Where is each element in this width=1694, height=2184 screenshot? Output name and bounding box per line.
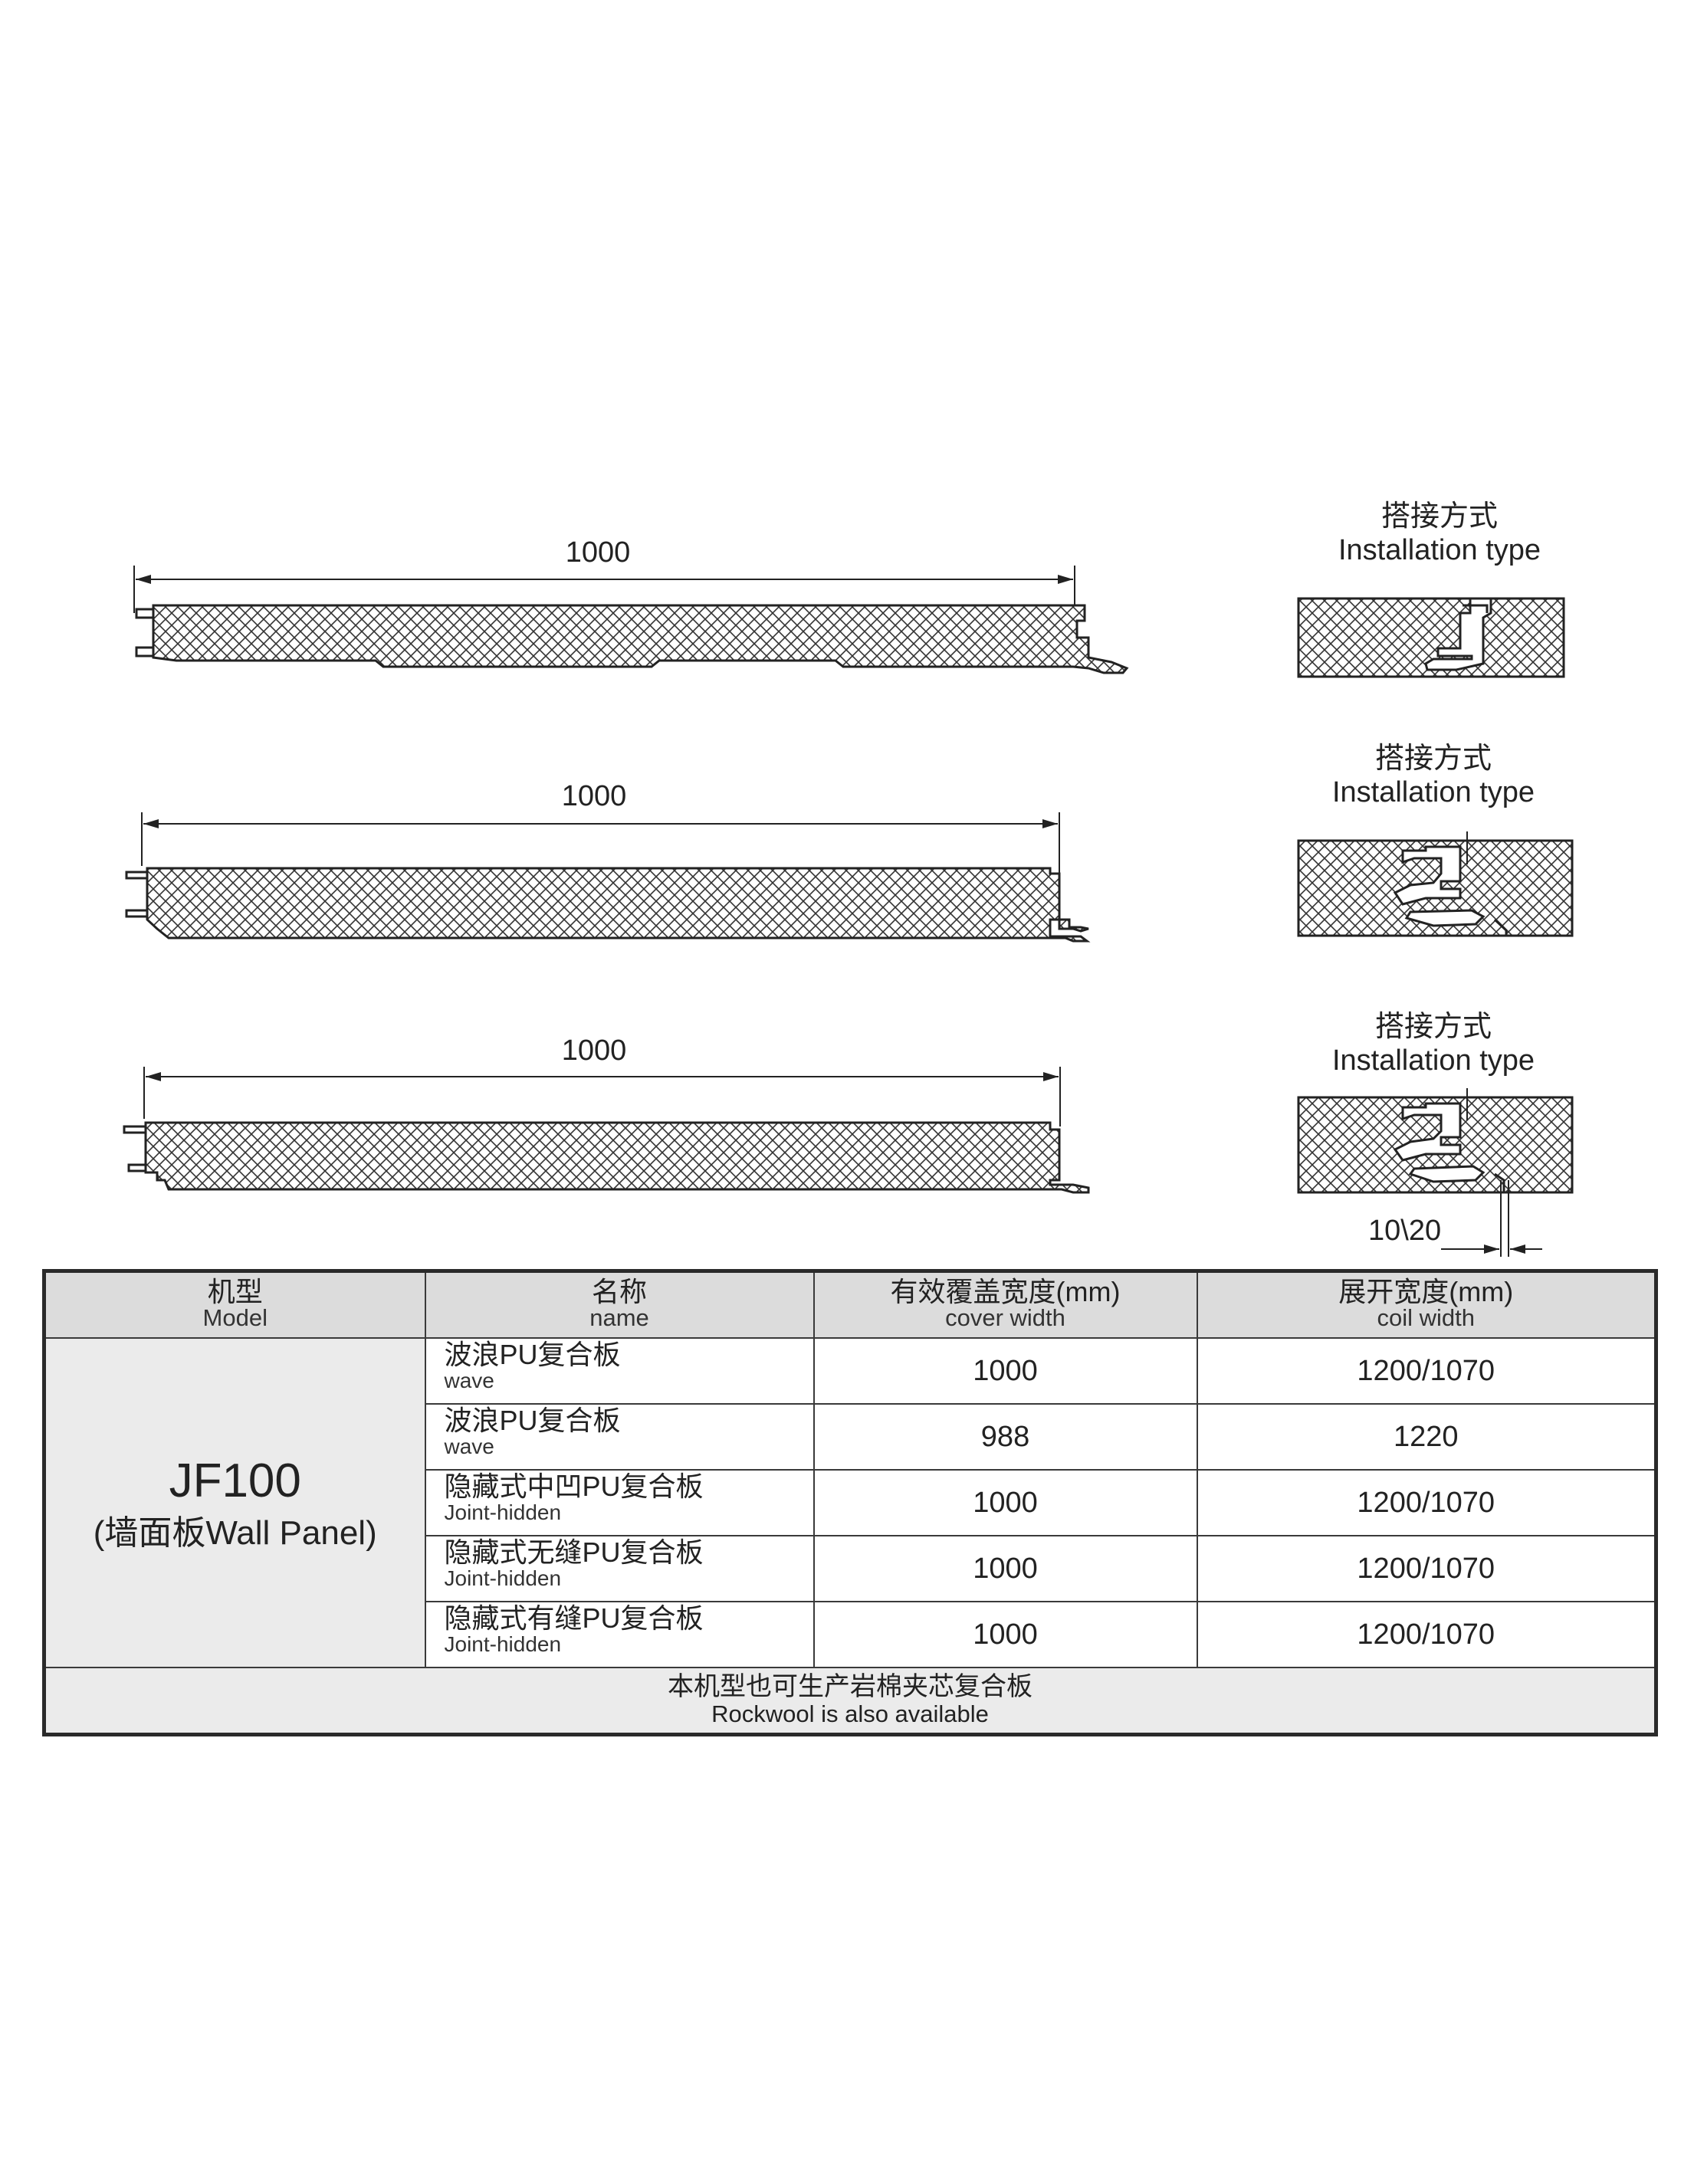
cover-width-cell: 1000: [813, 1535, 1198, 1602]
model-cell: JF100 (墙面板Wall Panel): [43, 1337, 426, 1668]
installation-title-en: Installation type: [1331, 776, 1535, 808]
cover-width-cell: 1000: [813, 1469, 1198, 1536]
coil-width-cell: 1200/1070: [1196, 1601, 1657, 1668]
header-cover-width: 有效覆盖宽度(mm)cover width: [813, 1270, 1198, 1339]
installation-label-1: 搭接方式 Installation type: [1279, 500, 1600, 567]
footer-note: 本机型也可生产岩棉夹芯复合板 Rockwool is also availabl…: [43, 1667, 1657, 1736]
cover-width-cell: 1000: [813, 1337, 1198, 1405]
header-coil-width: 展开宽度(mm)coil width: [1196, 1270, 1657, 1339]
panel-profile-3: [123, 1067, 1090, 1194]
installation-title-en: Installation type: [1331, 1044, 1535, 1077]
installation-title-zh: 搭接方式: [1374, 1011, 1492, 1043]
coil-width-cell: 1200/1070: [1196, 1535, 1657, 1602]
installation-detail-3: [1297, 1088, 1574, 1257]
panel-3-width-label: 1000: [561, 1035, 627, 1067]
installation-label-3: 搭接方式 Installation type: [1272, 1010, 1594, 1077]
coil-width-cell: 1200/1070: [1196, 1337, 1657, 1405]
panel-2-width-label: 1000: [561, 780, 627, 812]
installation-title-en: Installation type: [1338, 534, 1541, 566]
model-code: JF100: [169, 1454, 301, 1507]
installation-detail-2: [1297, 831, 1574, 937]
coil-width-cell: 1200/1070: [1196, 1469, 1657, 1536]
table-footer-row: 本机型也可生产岩棉夹芯复合板 Rockwool is also availabl…: [43, 1667, 1657, 1736]
model-description: (墙面板Wall Panel): [93, 1514, 377, 1552]
panel-profile-2: [125, 812, 1091, 943]
cover-width-cell: 1000: [813, 1601, 1198, 1668]
joint-gap-label: 10\20: [1368, 1215, 1442, 1247]
installation-title-zh: 搭接方式: [1380, 500, 1498, 533]
panel-drawings: [123, 566, 1574, 1257]
installation-label-2: 搭接方式 Installation type: [1272, 742, 1594, 809]
panel-profile-1: [133, 566, 1129, 674]
installation-detail-1: [1297, 597, 1565, 678]
installation-title-zh: 搭接方式: [1374, 743, 1492, 775]
coil-width-cell: 1220: [1196, 1403, 1657, 1471]
panel-1-width-label: 1000: [565, 536, 631, 569]
cover-width-cell: 988: [813, 1403, 1198, 1471]
